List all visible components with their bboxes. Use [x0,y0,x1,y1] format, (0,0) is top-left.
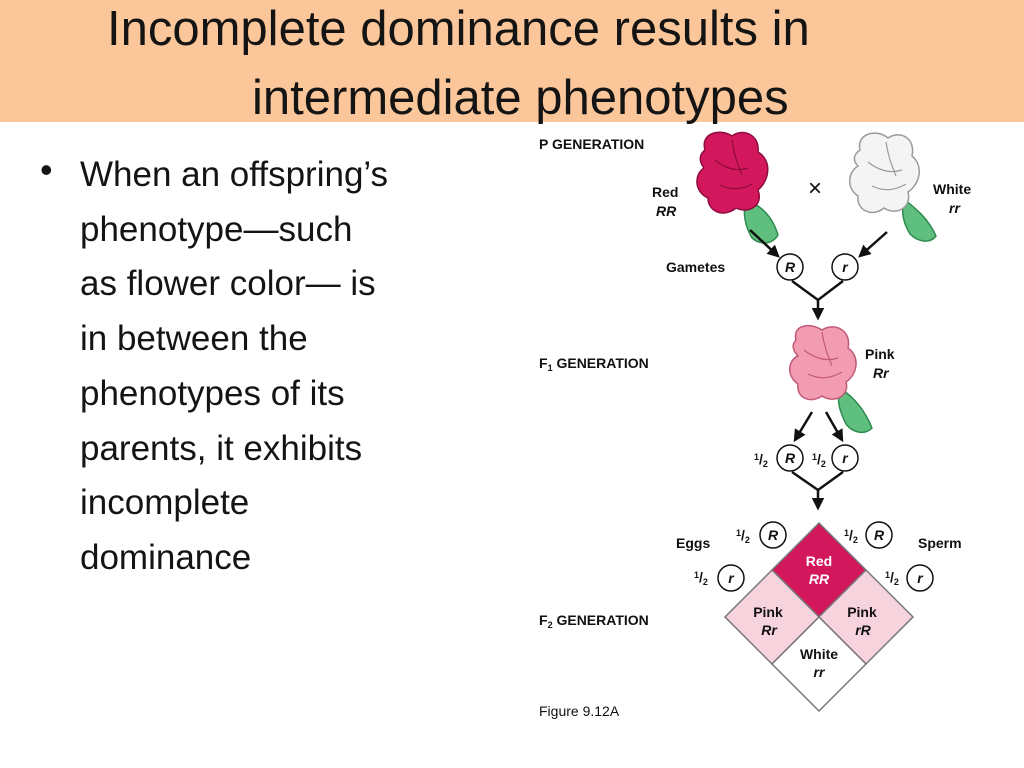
cell-bottom-label: White [800,646,838,662]
bullet-line: parents, it exhibits [80,428,363,468]
title-banner [0,0,1024,122]
bullet-line: as flower color— is [80,264,376,304]
bullet-text: When an offspring’s phenotype—such as fl… [80,148,500,586]
punnett-cell-bottom [770,615,868,713]
cell-top-genotype: RR [809,571,830,587]
cell-left-label: Pink [753,604,783,620]
gamete-circle-R [776,253,804,281]
cell-bottom-genotype: rr [814,664,826,680]
arrow-f1-to-R [793,411,814,443]
f1-gamete-r: r [842,450,849,466]
bullet-line: in between the [80,319,308,359]
red-parent-genotype: RR [656,203,677,219]
f1-gamete-circle-R [776,444,804,472]
cell-top-label: Red [806,553,832,569]
white-parent-genotype: rr [949,200,961,216]
sperm-circle-r [906,564,934,592]
slide-title-line-1: Incomplete dominance results in [107,2,810,56]
red-flower-image [696,131,779,244]
fraction-half: 1/2 [812,451,826,469]
f1-gamete-R: R [785,450,796,466]
sperm-circle-R [865,521,893,549]
sperm-R: R [874,527,885,543]
egg-R: R [768,527,779,543]
gamete-circle-r [831,253,859,281]
arrow-f1-to-r [824,411,844,443]
bullet-marker: • [40,149,53,190]
bullet-line: phenotypes of its [80,373,345,413]
f1-gamete-circle-r [831,444,859,472]
slide-title-line-2: intermediate phenotypes [252,71,789,125]
figure-caption: Figure 9.12A [539,703,620,719]
f1-generation-label: F1 GENERATION [539,355,649,373]
fraction-half: 1/2 [885,569,899,587]
gamete-R: R [785,259,796,275]
egg-r: r [728,570,735,586]
fraction-half: 1/2 [694,569,708,587]
sperm-r: r [917,570,924,586]
bullet-line: dominance [80,537,252,577]
fraction-half: 1/2 [754,451,768,469]
cell-left-genotype: Rr [761,622,778,638]
sperm-label: Sperm [918,535,962,551]
pink-f1-label: Pink [865,346,895,362]
gamete-fusion-lines [791,279,844,302]
gametes-label: Gametes [666,259,725,275]
bullet-line: When an offspring’s [80,155,389,194]
fraction-half: 1/2 [844,527,858,545]
bullet-line: phenotype—such [80,209,353,249]
red-parent-label: Red [652,184,678,200]
eggs-label: Eggs [676,535,710,551]
pink-flower-image [789,324,873,434]
gamete-r: r [842,259,849,275]
arrow-white-to-gamete [858,231,888,258]
egg-circle-r [717,564,745,592]
fraction-half: 1/2 [736,527,750,545]
pink-f1-genotype: Rr [873,365,890,381]
cross-symbol: × [808,175,822,202]
cell-right-label: Pink [847,604,877,620]
egg-circle-R [759,521,787,549]
white-parent-label: White [933,181,971,197]
f2-generation-label: F2 GENERATION [539,612,649,630]
arrow-red-to-gamete [749,229,780,258]
cell-right-genotype: rR [855,622,871,638]
white-flower-image [849,132,937,242]
p-generation-label: P GENERATION [539,136,644,152]
bullet-line: incomplete [80,483,250,523]
f1-fusion-lines [791,470,844,492]
